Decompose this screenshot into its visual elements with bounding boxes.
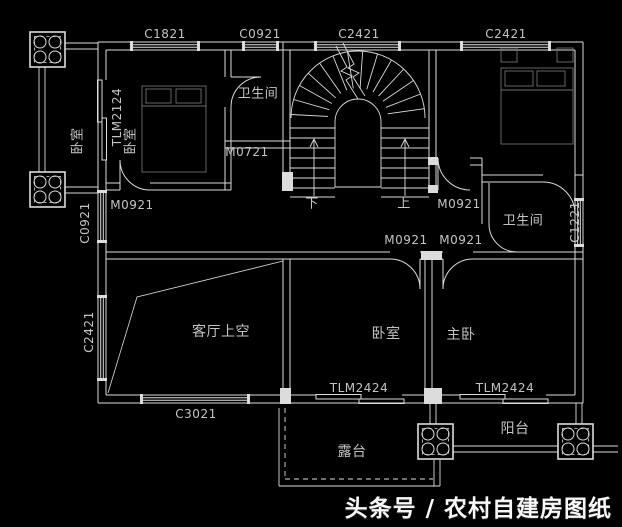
plan-label: M0921 (384, 233, 428, 247)
staircase (290, 42, 429, 198)
plan-label: C0921 (78, 202, 92, 244)
stair-treads-left (290, 127, 335, 198)
stair-fan-arc (290, 50, 426, 119)
column-top-left (29, 31, 66, 68)
plan-label: TLM2124 (110, 87, 124, 147)
window-c3021-bottom (140, 394, 250, 404)
plan-label: TLM2424 (329, 381, 389, 395)
plan-label: M0921 (110, 198, 154, 212)
plan-label: 露台 (337, 444, 367, 460)
plan-label: C1821 (144, 27, 186, 41)
door-master-m0921 (442, 258, 474, 290)
plan-label: 下 (305, 196, 319, 212)
plan-label: 卧室 (70, 127, 86, 155)
window-c1821 (130, 41, 200, 51)
plan-label: C1221 (568, 201, 582, 243)
interior-walls (106, 42, 583, 404)
door-lower-bedroom-m0921 (389, 258, 421, 290)
swing-doors (119, 76, 576, 290)
sliding-doors (97, 79, 549, 404)
plan-label: 客厅上空 (192, 324, 250, 340)
plan-label: 阳台 (500, 421, 530, 437)
stair-center-arch (334, 98, 382, 188)
plan-label: C2421 (82, 311, 96, 353)
door-bathroom2-left (488, 223, 518, 253)
window-c2421-stair (314, 41, 401, 51)
door-bedroom1-m0921 (119, 159, 151, 191)
plan-label: C0921 (239, 27, 281, 41)
stair-fan-treads (291, 51, 425, 117)
railings (38, 42, 618, 453)
column-balcony-right (557, 423, 594, 460)
beds (141, 47, 574, 173)
plan-label: 卫生间 (502, 213, 544, 229)
windows (97, 41, 584, 404)
sliding-door-tlm2424-right (459, 394, 549, 404)
plan-label: C2421 (338, 27, 380, 41)
window-c0921-top (242, 41, 279, 51)
door-bathroom2-top (542, 181, 576, 215)
stair-break-line (335, 42, 366, 100)
plan-label: 卧室 (123, 127, 139, 155)
plan-label: 主卧 (446, 327, 476, 343)
window-c2421-bedroom (460, 41, 551, 51)
terrace-outline (278, 408, 441, 487)
door-bathroom1-m0721 (230, 76, 262, 108)
plan-label: TLM2424 (475, 381, 535, 395)
plan-label: M0921 (439, 233, 483, 247)
window-c1221-right (574, 198, 584, 247)
window-c2421-left (97, 295, 107, 381)
column-mid-left (29, 171, 66, 208)
bed-top-left (141, 85, 207, 173)
plan-label: 上 (397, 196, 411, 212)
plan-label: 卫生间 (237, 86, 279, 102)
plan-label: C3021 (175, 407, 217, 421)
plan-label: 卧室 (371, 326, 401, 342)
plan-label: M0921 (437, 197, 481, 211)
stair-direction-arrows (309, 137, 410, 196)
window-c0921-left (97, 190, 107, 243)
plan-label: C2421 (485, 27, 527, 41)
columns (29, 31, 594, 460)
plan-label: M0721 (225, 145, 269, 159)
rear-balcony-railing (429, 403, 618, 453)
bed-top-right (500, 47, 574, 145)
sliding-door-tlm2424-left (315, 394, 405, 404)
left-balcony-railing (38, 42, 98, 194)
sliding-door-tlm2124 (97, 79, 107, 161)
watermark-text: 头条号 / 农村自建房图纸 (344, 496, 612, 522)
door-bedroom2-m0921 (437, 157, 471, 191)
column-balcony-left (417, 423, 454, 460)
